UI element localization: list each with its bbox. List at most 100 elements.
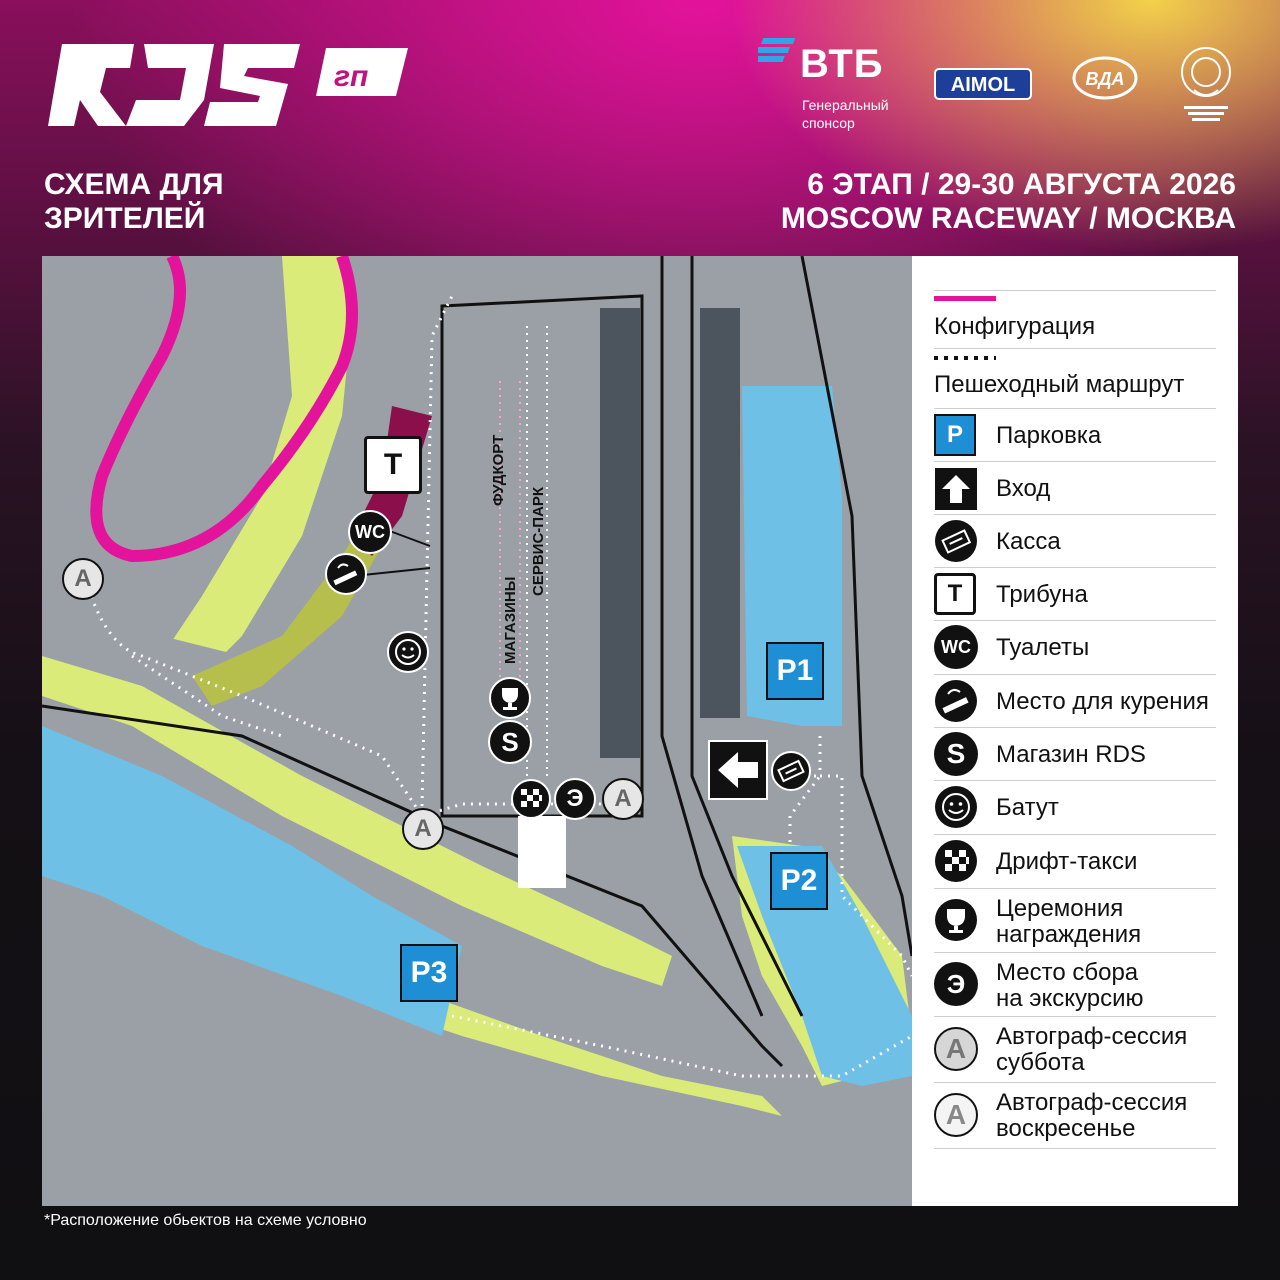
legend-excursion-line-2: на экскурсию [996, 985, 1144, 1012]
config-line-swatch [934, 296, 996, 301]
event-info: 6 ЭТАП / 29-30 АВГУСТА 2026 MOSCOW RACEW… [676, 168, 1236, 236]
pit-building [600, 308, 640, 758]
smoking-marker-icon[interactable] [324, 552, 368, 596]
tribune-marker[interactable]: T [364, 436, 422, 494]
parking-p3-area [42, 726, 462, 1036]
legend-parking-label: Парковка [996, 422, 1102, 449]
legend-smoking-label: Место для курения [996, 688, 1209, 715]
event-stage-date: 6 ЭТАП / 29-30 АВГУСТА 2026 [807, 168, 1236, 201]
gp-text: гп [334, 60, 368, 93]
drift-taxi-marker-icon[interactable] [510, 778, 552, 820]
legend-row-config: Конфигурация [934, 304, 1216, 349]
legend-row-autograph-sunday: A Автограф-сессия воскресенье [934, 1082, 1216, 1149]
autograph-marker-south[interactable]: A [402, 808, 444, 850]
map-legend: Конфигурация Пешеходный маршрут P Парков… [912, 256, 1238, 1206]
legend-row-parking: P Парковка [934, 408, 1216, 462]
page-title: СХЕМА ДЛЯ ЗРИТЕЛЕЙ [44, 168, 344, 236]
legend-ceremony-line-1: Церемония [996, 895, 1124, 922]
aimol-logo: AIMOL [934, 68, 1032, 100]
legend-row-excursion: Э Место сбора на экскурсию [934, 952, 1216, 1017]
legend-row-toilets: WC Туалеты [934, 620, 1216, 675]
track-configuration [90, 256, 358, 563]
smoking-legend-icon [935, 680, 977, 722]
legend-row-cashier: Касса [934, 514, 1216, 568]
footnote: *Расположение обьектов на схеме условно [44, 1212, 367, 1229]
legend-row-entry: Вход [934, 461, 1216, 515]
ceremony-marker-icon[interactable] [488, 676, 532, 720]
autograph-marker-west[interactable]: A [62, 558, 104, 600]
shop-legend-icon: S [934, 732, 978, 776]
legend-row-drift-taxi: Дрифт-такси [934, 834, 1216, 889]
legend-ceremony-line-2: награждения [996, 921, 1142, 948]
walk-route-south [451, 1014, 912, 1078]
parking-p1-marker[interactable]: P1 [766, 642, 824, 700]
svg-text:ВДА: ВДА [1086, 69, 1125, 89]
legend-autograph-sat-line-1: Автограф-сессия [996, 1023, 1188, 1050]
drift-taxi-legend-icon [935, 840, 977, 882]
vda-logo: ВДА [1072, 56, 1138, 100]
venue-map-drawing [42, 256, 912, 1116]
legend-autograph-sat-line-2: суббота [996, 1049, 1085, 1076]
legend-row-trampoline: Батут [934, 780, 1216, 835]
legend-row-walk: Пешеходный маршрут [934, 362, 1216, 409]
toilets-legend-icon: WC [934, 625, 978, 669]
excursion-legend-icon: Э [934, 962, 978, 1006]
trampoline-legend-icon [935, 786, 977, 828]
service-park-outline [440, 294, 644, 818]
legend-cashier-label: Касса [996, 528, 1061, 555]
vtb-logo-icon [758, 38, 796, 62]
venue-map: ФУДКОРТ СЕРВИС-ПАРК МАГАЗИНЫ P1 P2 P3 T … [42, 256, 912, 1206]
legend-row-tribune: T Трибуна [934, 567, 1216, 621]
legend-excursion-line-1: Место сбора [996, 959, 1139, 986]
excursion-marker[interactable]: Э [554, 778, 596, 820]
smoking-lawn [192, 506, 382, 706]
event-venue: MOSCOW RACEWAY / МОСКВА [780, 202, 1236, 235]
parking-legend-icon: P [934, 414, 976, 456]
title-line-1: СХЕМА ДЛЯ [44, 168, 224, 201]
cashier-ticket-icon[interactable] [770, 750, 812, 792]
parking-p1-area [742, 386, 842, 726]
svg-text:AIMOL: AIMOL [951, 74, 1015, 96]
legend-drift-taxi-label: Дрифт-такси [996, 848, 1138, 875]
title-line-2: ЗРИТЕЛЕЙ [44, 202, 206, 235]
legend-ceremony-label: Церемония награждения [996, 896, 1141, 948]
walk-dots-swatch [934, 356, 996, 360]
service-park-label: СЕРВИС-ПАРК [530, 486, 547, 596]
rds-gp-logo: гп [48, 44, 408, 126]
ceremony-legend-icon [935, 899, 977, 941]
legend-shop-label: Магазин RDS [996, 741, 1146, 768]
autograph-marker-paddock[interactable]: A [602, 778, 644, 820]
legend-autograph-saturday-label: Автограф-сессия суббота [996, 1024, 1187, 1076]
legend-autograph-sun-line-2: воскресенье [996, 1115, 1136, 1142]
trampoline-marker-icon[interactable] [386, 630, 430, 674]
walk-route-east [818, 736, 912, 977]
raf-emblem [1181, 47, 1231, 121]
parking-p3-marker[interactable]: P3 [400, 944, 458, 1002]
entry-legend-icon [935, 468, 977, 510]
legend-trampoline-label: Батут [996, 794, 1059, 821]
legend-walk-label: Пешеходный маршрут [934, 371, 1185, 398]
entry-arrow-icon[interactable] [708, 740, 768, 800]
legend-row-ceremony: Церемония награждения [934, 888, 1216, 953]
shops-label: МАГАЗИНЫ [502, 576, 519, 664]
legend-autograph-sun-line-1: Автограф-сессия [996, 1089, 1188, 1116]
legend-row-shop: S Магазин RDS [934, 727, 1216, 781]
white-area [518, 816, 566, 888]
walk-route-main [80, 565, 642, 818]
rds-shop-marker[interactable]: S [488, 720, 532, 764]
wc-marker[interactable]: WC [348, 510, 392, 554]
sponsor-name: ВТБ [800, 42, 884, 86]
parking-p2-marker[interactable]: P2 [770, 852, 828, 910]
legend-config-label: Конфигурация [934, 313, 1096, 340]
grass-strip-south [402, 986, 782, 1116]
sponsor-caption: Генеральный спонсор [802, 97, 889, 131]
legend-row-autograph-saturday: A Автограф-сессия суббота [934, 1016, 1216, 1083]
cashier-legend-icon [935, 520, 977, 562]
tribune-legend-icon: T [934, 573, 976, 615]
autograph-sunday-legend-icon: A [934, 1093, 978, 1137]
grass-strip-main [42, 656, 672, 986]
legend-row-smoking: Место для курения [934, 674, 1216, 728]
road-outline-center [660, 256, 764, 1017]
autograph-saturday-legend-icon: A [934, 1027, 978, 1071]
garage-building [700, 308, 740, 718]
